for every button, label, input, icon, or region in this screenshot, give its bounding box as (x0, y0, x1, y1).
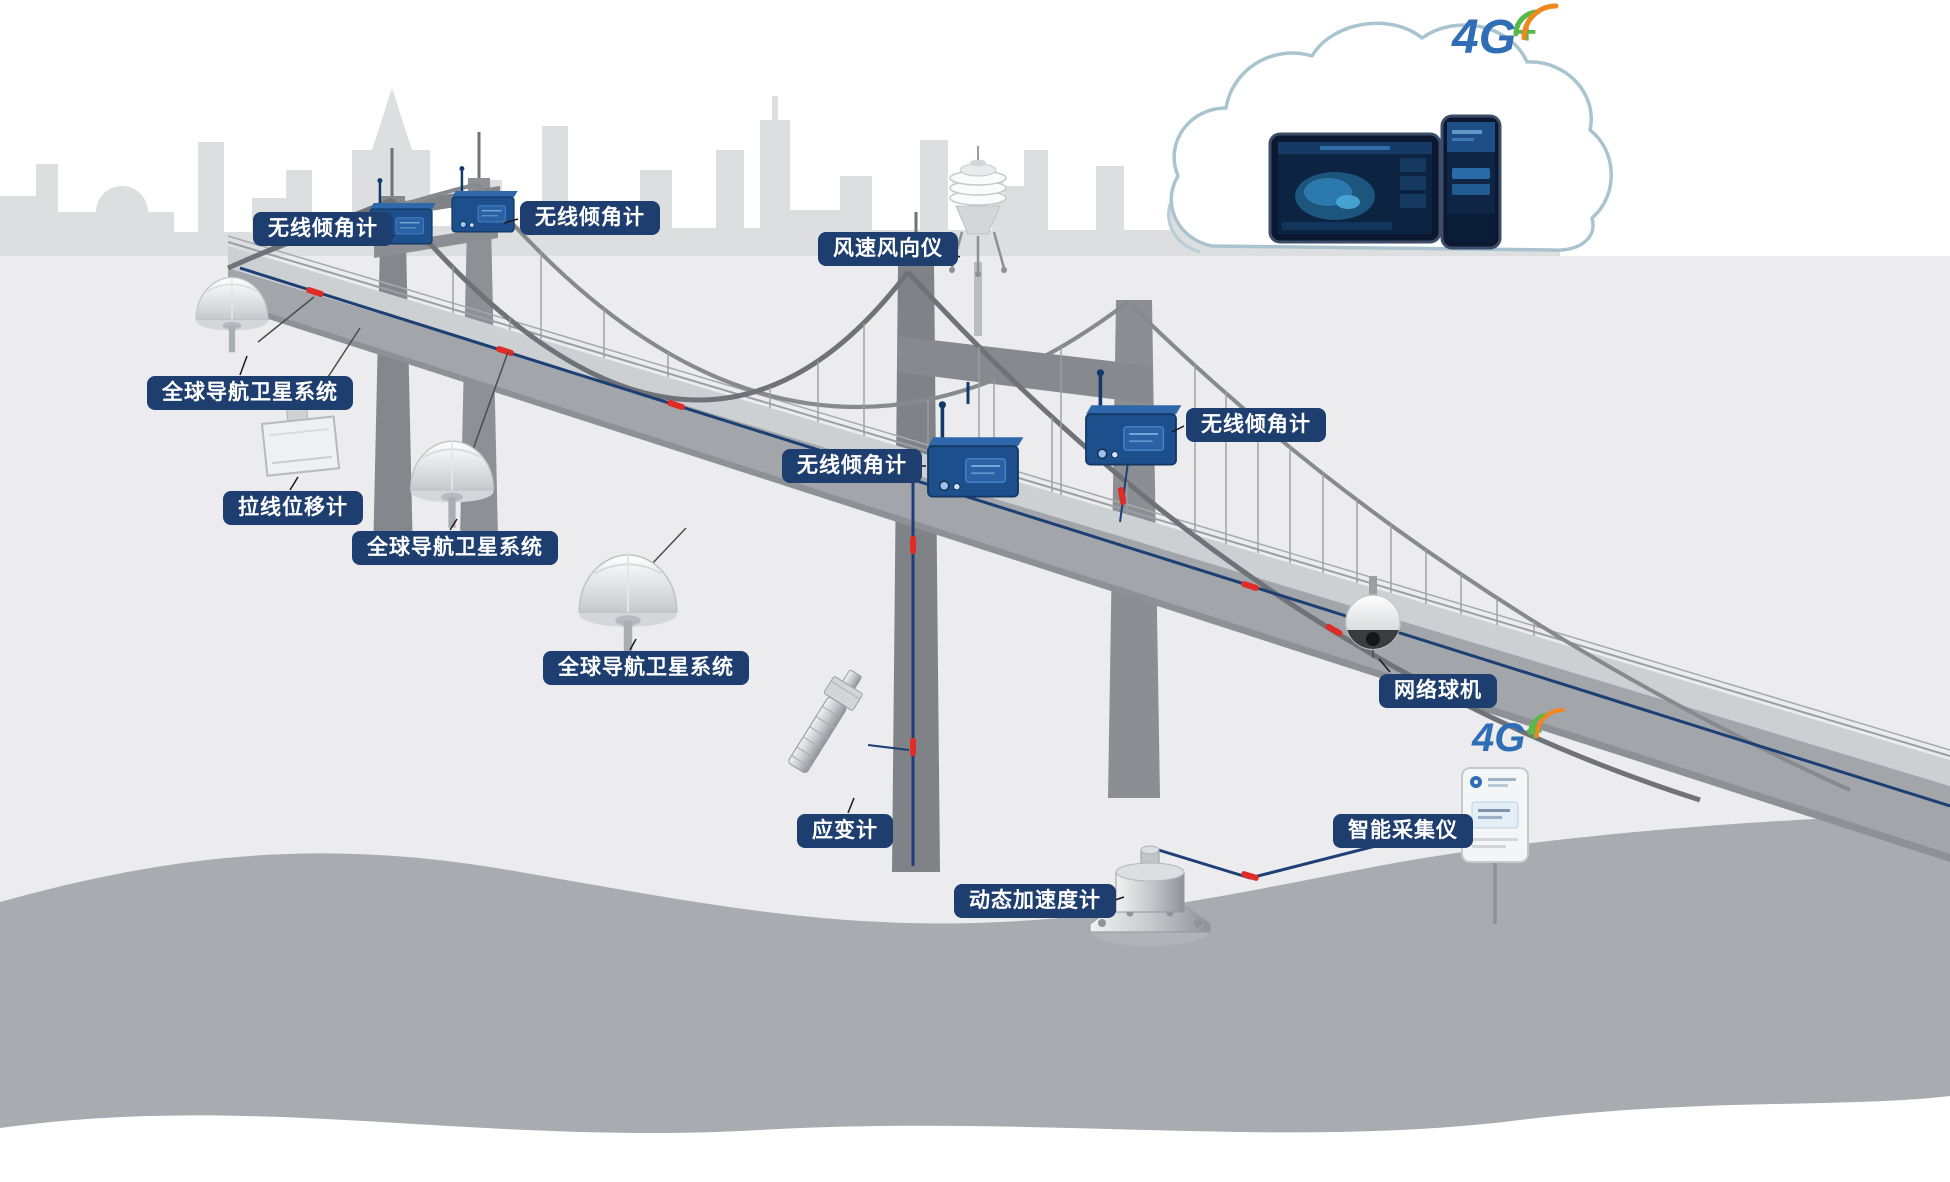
label-wind-speed-direction: 风速风向仪 (818, 232, 958, 266)
label-text: 智能采集仪 (1348, 819, 1458, 842)
label-network-dome-camera: 网络球机 (1379, 674, 1497, 708)
hanger-cables (452, 251, 1535, 636)
signal-arcs-icon (1513, 3, 1559, 40)
label-wireless-inclinometer-2: 无线倾角计 (520, 201, 660, 235)
label-wireless-inclinometer-3: 无线倾角计 (782, 449, 922, 483)
label-wireless-inclinometer-4: 无线倾角计 (1186, 408, 1326, 442)
smart-data-collector-box (1461, 767, 1529, 924)
label-text: 无线倾角计 (1201, 413, 1311, 436)
tablet-dashboard (1268, 132, 1442, 244)
label-text: 无线倾角计 (535, 206, 645, 229)
bottom-white-wave (0, 1096, 1950, 1182)
strain-gauge-bolt (788, 669, 863, 773)
ground-hill (0, 814, 1950, 1182)
cloud-4g (1167, 21, 1613, 254)
label-gnss-1: 全球导航卫星系统 (147, 376, 353, 410)
wind-speed-direction-sensor (949, 146, 1007, 336)
label-gnss-3: 全球导航卫星系统 (543, 651, 749, 685)
label-text: 风速风向仪 (833, 237, 943, 260)
signal-arcs-icon (1528, 708, 1565, 738)
label-wireless-inclinometer-1: 无线倾角计 (253, 212, 393, 246)
label-dynamic-accelerometer: 动态加速度计 (954, 884, 1116, 918)
logo-4g-plus-bottom: 4G+ (1472, 708, 1565, 761)
label-pull-wire-displacement: 拉线位移计 (223, 491, 363, 525)
logo-4g-text: 4G (1472, 716, 1526, 760)
logo-4g-text: 4G (1452, 11, 1517, 64)
label-text: 无线倾角计 (268, 217, 378, 240)
label-strain-gauge: 应变计 (797, 814, 893, 848)
phone-app (1440, 114, 1502, 250)
dynamic-accelerometer-device (1089, 845, 1211, 946)
label-text: 应变计 (812, 819, 878, 842)
network-dome-camera-device (1345, 576, 1401, 650)
label-text: 全球导航卫星系统 (558, 656, 734, 679)
label-text: 无线倾角计 (797, 454, 907, 477)
logo-4g-plus-top: 4G+ (1452, 3, 1559, 65)
label-gnss-2: 全球导航卫星系统 (352, 531, 558, 565)
label-text: 动态加速度计 (969, 889, 1101, 912)
label-smart-collector: 智能采集仪 (1333, 814, 1473, 848)
label-text: 全球导航卫星系统 (367, 536, 543, 559)
label-text: 全球导航卫星系统 (162, 381, 338, 404)
label-text: 拉线位移计 (238, 496, 348, 519)
label-text: 网络球机 (1394, 679, 1482, 702)
